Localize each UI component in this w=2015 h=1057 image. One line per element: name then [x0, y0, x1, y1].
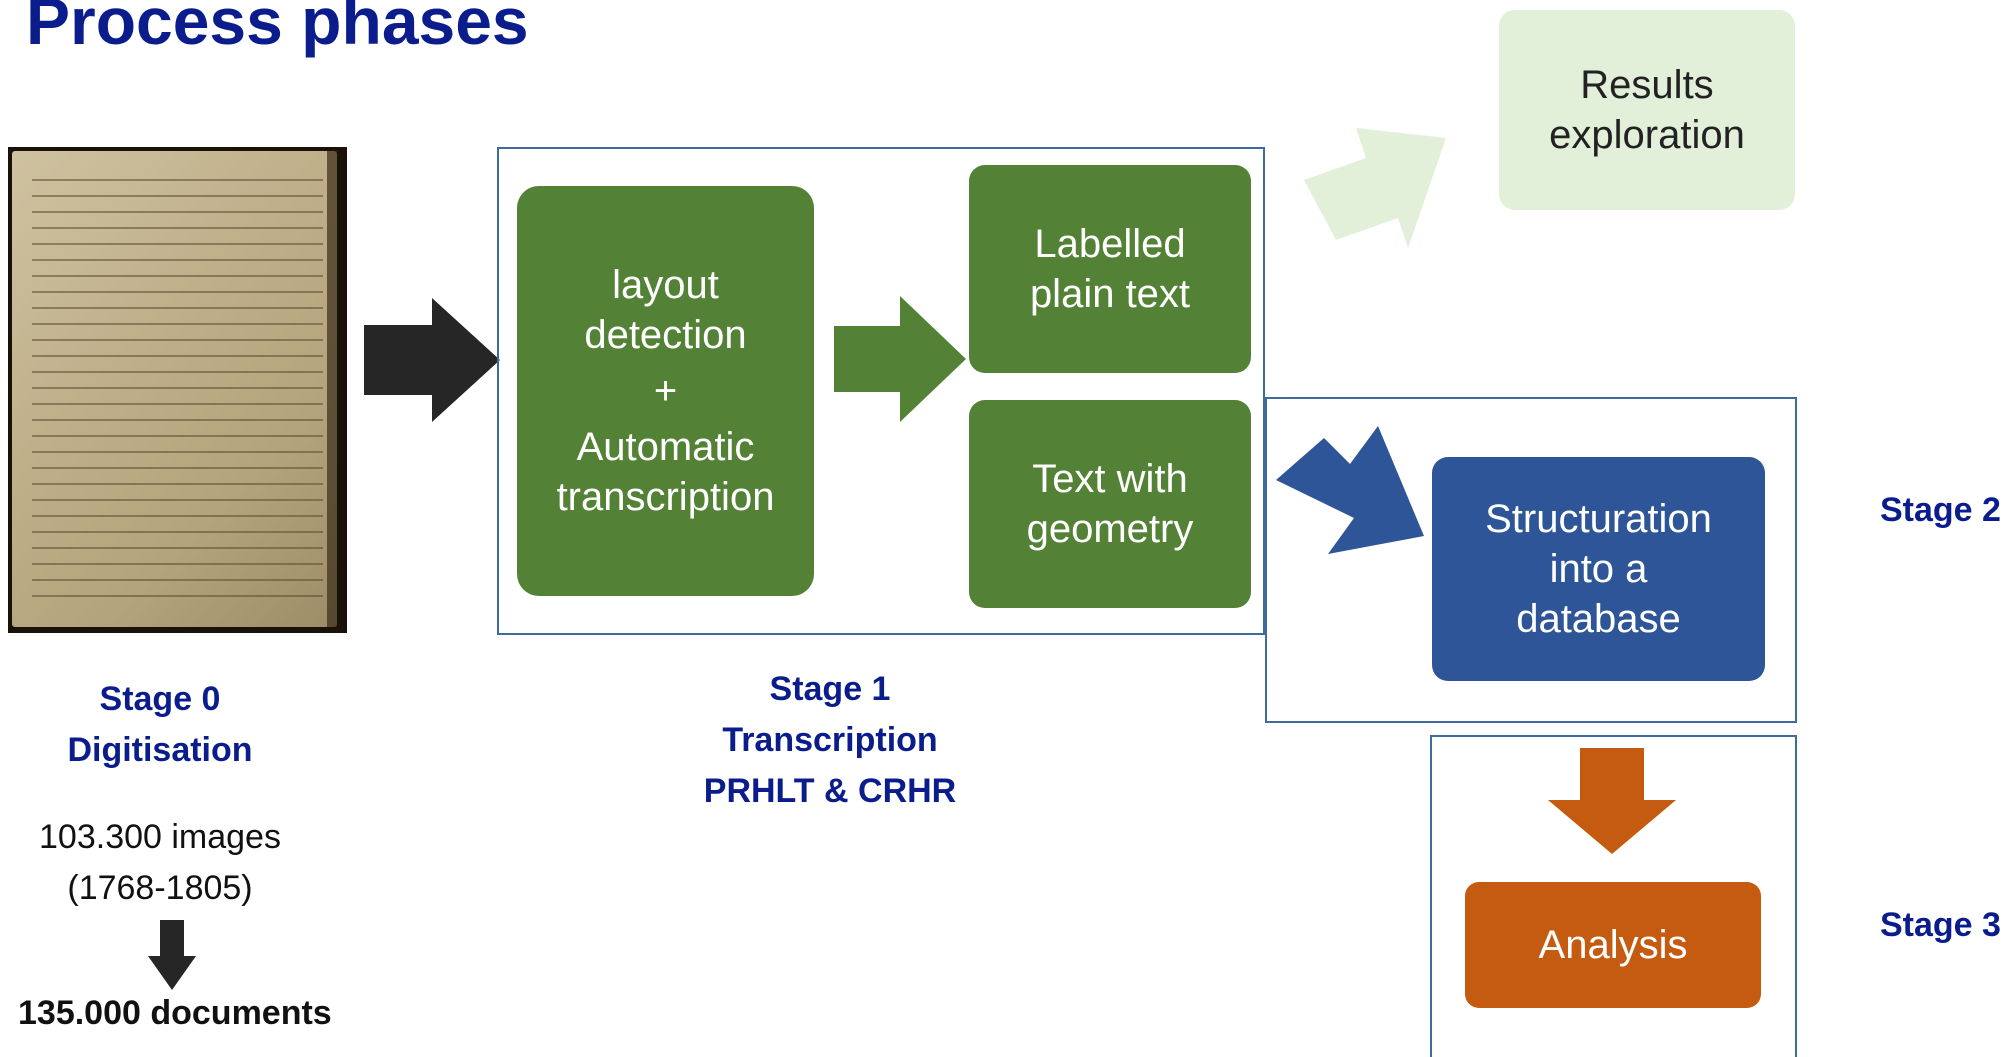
documents-count: 135.000 documents [18, 994, 332, 1032]
geometry-line2: geometry [1026, 507, 1194, 551]
layout-line1: layout [612, 263, 719, 307]
labelled-line1: Labelled [1034, 222, 1186, 266]
stage3-label: Stage 3 [1880, 906, 2001, 944]
geometry-text-box: Text with geometry [969, 400, 1251, 608]
labelled-line2: plain text [1029, 272, 1191, 316]
years-range: (1768-1805) [67, 869, 253, 907]
images-count: 103.300 images [39, 818, 281, 856]
plus-sign: + [653, 369, 678, 413]
stage0-label: Stage 0 Digitisation [20, 674, 300, 776]
stage0-name: Digitisation [67, 731, 253, 769]
geometry-line1: Text with [1032, 457, 1188, 501]
structuration-line1: Structuration [1485, 497, 1712, 541]
manuscript-page [12, 151, 337, 627]
right-arrow-dark [364, 298, 500, 422]
stage2-frame [1265, 397, 1797, 723]
labelled-text-box: Labelled plain text [969, 165, 1251, 373]
stage2-label: Stage 2 [1880, 491, 2001, 529]
stage0-stats: 103.300 images (1768-1805) [10, 812, 310, 914]
stage3-frame [1430, 735, 1797, 1057]
stage1-heading: Stage 1 [769, 670, 891, 708]
down-arrow-dark [148, 920, 196, 990]
structuration-box: Structuration into a database [1432, 457, 1765, 681]
manuscript-image [8, 147, 347, 633]
layout-transcription-box: layout detection + Automatic transcripti… [517, 186, 814, 596]
page-title: Process phases [26, 0, 529, 58]
right-arrow-green [834, 296, 966, 422]
stage0-heading: Stage 0 [99, 680, 221, 718]
diagonal-arrow-light-green [1304, 128, 1446, 248]
analysis-label: Analysis [1538, 923, 1688, 967]
stage1-label: Stage 1 Transcription PRHLT & CRHR [660, 664, 1000, 817]
structuration-line2: into a [1549, 547, 1648, 591]
auto-line1: Automatic [576, 425, 755, 469]
results-exploration-box: Results exploration [1499, 10, 1795, 210]
diagonal-arrow-blue [1276, 426, 1424, 554]
results-line1: Results [1580, 63, 1714, 107]
layout-line2: detection [584, 313, 747, 357]
auto-line2: transcription [556, 475, 775, 519]
structuration-line3: database [1516, 597, 1681, 641]
stage1-frame [497, 147, 1265, 635]
down-arrow-orange [1548, 748, 1676, 854]
stage1-teams: PRHLT & CRHR [703, 772, 957, 810]
analysis-box: Analysis [1465, 882, 1761, 1008]
stage1-name: Transcription [722, 721, 938, 759]
results-line2: exploration [1549, 113, 1745, 157]
